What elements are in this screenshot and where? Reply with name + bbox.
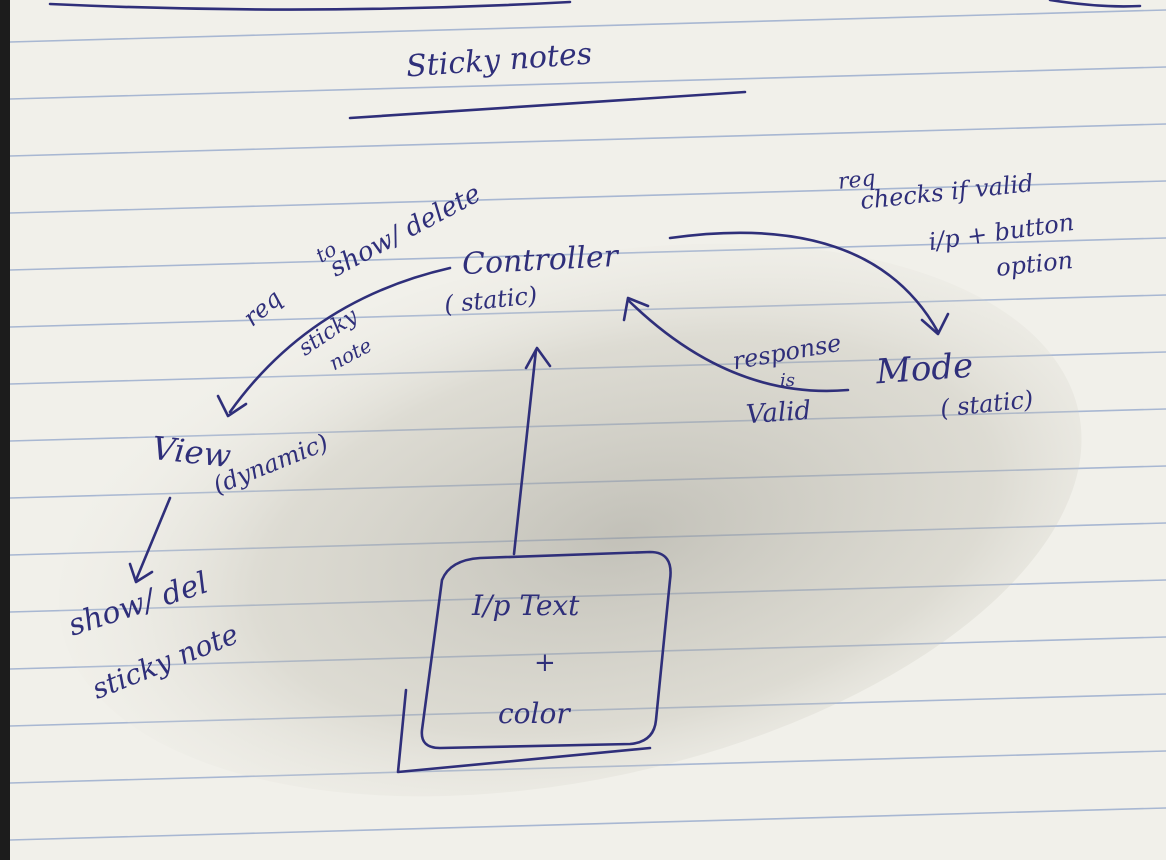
input-line-2: + [534, 648, 556, 678]
arrow-head [128, 562, 154, 584]
arrow-input-to-controller [512, 348, 538, 556]
ruled-line [10, 807, 1166, 841]
arrow-controller-to-view [228, 266, 452, 414]
ruled-line [10, 180, 1166, 214]
input-box-shadow-line [396, 688, 652, 774]
input-box [420, 550, 672, 750]
arrow-controller-to-model [668, 231, 940, 334]
arrow-head [622, 296, 650, 322]
ruled-line [10, 66, 1166, 100]
input-line-3: color [498, 697, 570, 730]
input-line-1: I/p Text [472, 589, 580, 622]
controller-label: Controller [461, 238, 619, 283]
notebook-page: Sticky notes Controller ( static) Mode (… [10, 0, 1166, 860]
top-scribble [48, 0, 572, 11]
edge-label-is: is [780, 370, 795, 391]
arrow-head [216, 394, 248, 418]
arrow-model-to-controller [626, 298, 850, 393]
arrow-head [524, 346, 552, 370]
ruled-line [10, 123, 1166, 157]
view-label: View [150, 428, 233, 476]
arrow-view-to-output [134, 496, 172, 582]
top-scribble-right [1048, 0, 1142, 8]
edge-label-valid: Valid [745, 395, 813, 431]
hand-shadow [58, 243, 1082, 797]
sketch-canvas [10, 0, 1166, 841]
arrow-head [920, 312, 950, 336]
model-label: Mode [874, 345, 975, 393]
title-underline [348, 90, 747, 120]
ruled-line [10, 9, 1166, 43]
